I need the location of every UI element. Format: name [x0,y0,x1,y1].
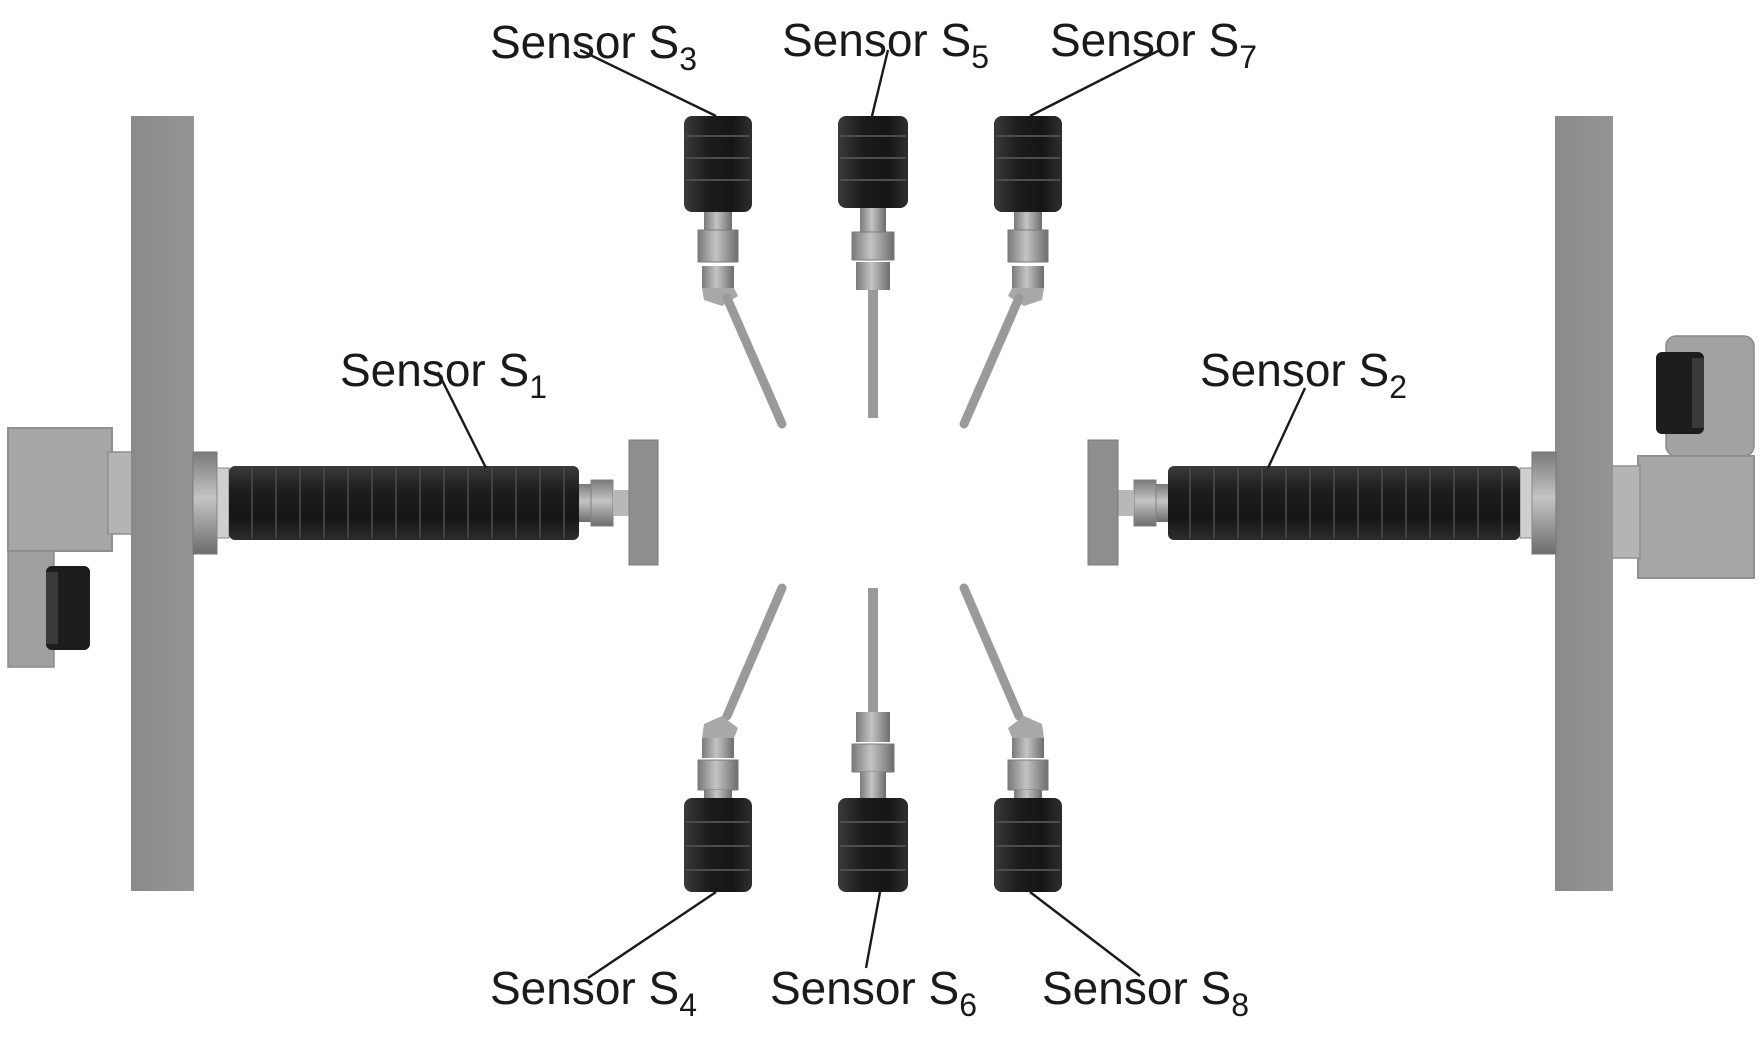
sensor-s5-body [838,116,908,208]
sensor-s3-neck [704,212,732,230]
sensor-s5-neck [860,208,886,232]
sensor-s2-body [1168,466,1520,540]
left-motor-housing [7,427,113,552]
sensor-s1-collar [579,484,591,522]
sensor-s3-fitting [702,266,734,288]
sensor-s2-ribs [1189,468,1503,538]
sensor-s6-ribs [840,821,906,871]
sensor-s6-fitting [856,712,890,742]
sensor-s7-neck [1014,212,1042,230]
sensor-s7-nut [1007,229,1049,263]
right-frame-plate [1555,116,1613,891]
left-mount-nut [192,451,218,555]
sensor-s5 [838,116,908,418]
sensor-s8-fitting [1012,738,1044,758]
label-sensor-s3: Sensor S3 [490,16,697,77]
sensor-s4-probe [722,583,787,721]
right-mount-washer [1519,467,1533,539]
left-motor-housing-step [107,451,135,535]
leader-s4 [587,891,717,979]
sensor-s8-elbow [1008,716,1044,738]
sensor-s4-elbow [702,716,738,738]
sensor-s8-ribs [996,821,1060,871]
sensor-s1-body [229,466,579,540]
sensor-s6-nut [851,743,895,773]
sensor-s3-nut [697,229,739,263]
right-motor-housing [1637,455,1755,579]
left-connector-shade [46,572,58,644]
sensor-s7-probe [959,293,1024,429]
sensor-s8-nut [1007,759,1049,791]
leader-s5 [870,49,890,117]
sensor-s2-stem [1118,490,1134,516]
label-sensor-s6: Sensor S6 [770,962,977,1023]
leader-s2 [1266,387,1307,469]
sensor-s2-pad [1087,439,1119,566]
label-sensor-s7: Sensor S7 [1050,14,1257,75]
sensor-s7-fitting [1012,266,1044,288]
sensor-s8-probe [959,583,1024,721]
right-connector-shade [1692,358,1704,428]
leader-s7 [1029,48,1161,118]
sensor-s2-collar [1156,484,1168,522]
sensor-s4-ribs [686,821,750,871]
leader-s1 [436,371,488,469]
left-mount-washer [216,467,230,539]
sensor-s4-nut [697,759,739,791]
right-mount-nut [1531,451,1557,555]
sensor-s1-ribs [251,468,565,538]
right-assembly [1087,116,1755,891]
label-sensor-s8: Sensor S8 [1042,962,1249,1023]
sensor-s7-body [994,116,1062,212]
sensor-labels: Sensor S3 Sensor S5 Sensor S7 Sensor S1 … [340,14,1407,1023]
leader-s6 [864,891,882,969]
leader-lines [436,48,1307,979]
sensor-s6-probe [868,588,878,716]
sensor-s4-fitting [702,738,734,758]
sensor-s7-ribs [996,135,1060,181]
left-assembly [7,116,659,891]
left-frame-plate [131,116,194,891]
label-sensor-s2: Sensor S2 [1200,344,1407,405]
sensor-s2-nut [1133,479,1157,527]
sensor-s8 [959,583,1062,892]
right-motor-housing-step [1611,465,1641,559]
sensor-s3 [684,116,787,429]
sensor-s3-probe [722,293,787,429]
label-sensor-s1: Sensor S1 [340,344,547,405]
label-sensor-s4: Sensor S4 [490,962,697,1023]
sensor-s5-probe [868,290,878,418]
leader-s8 [1029,891,1141,977]
sensor-s1-stem [613,490,629,516]
sensor-s1-pad [628,439,659,566]
sensor-s1-nut [590,479,614,527]
sensor-s3-ribs [686,135,750,181]
leader-s3 [579,48,717,118]
sensor-s5-nut [851,231,895,261]
sensor-s5-ribs [840,135,906,181]
sensor-s4 [684,583,787,892]
sensor-s7 [959,116,1062,429]
sensor-s3-body [684,116,752,212]
sensor-s6-neck [860,772,886,798]
sensor-s6 [838,588,908,892]
label-sensor-s5: Sensor S5 [782,14,989,75]
sensor-s5-fitting [856,262,890,290]
